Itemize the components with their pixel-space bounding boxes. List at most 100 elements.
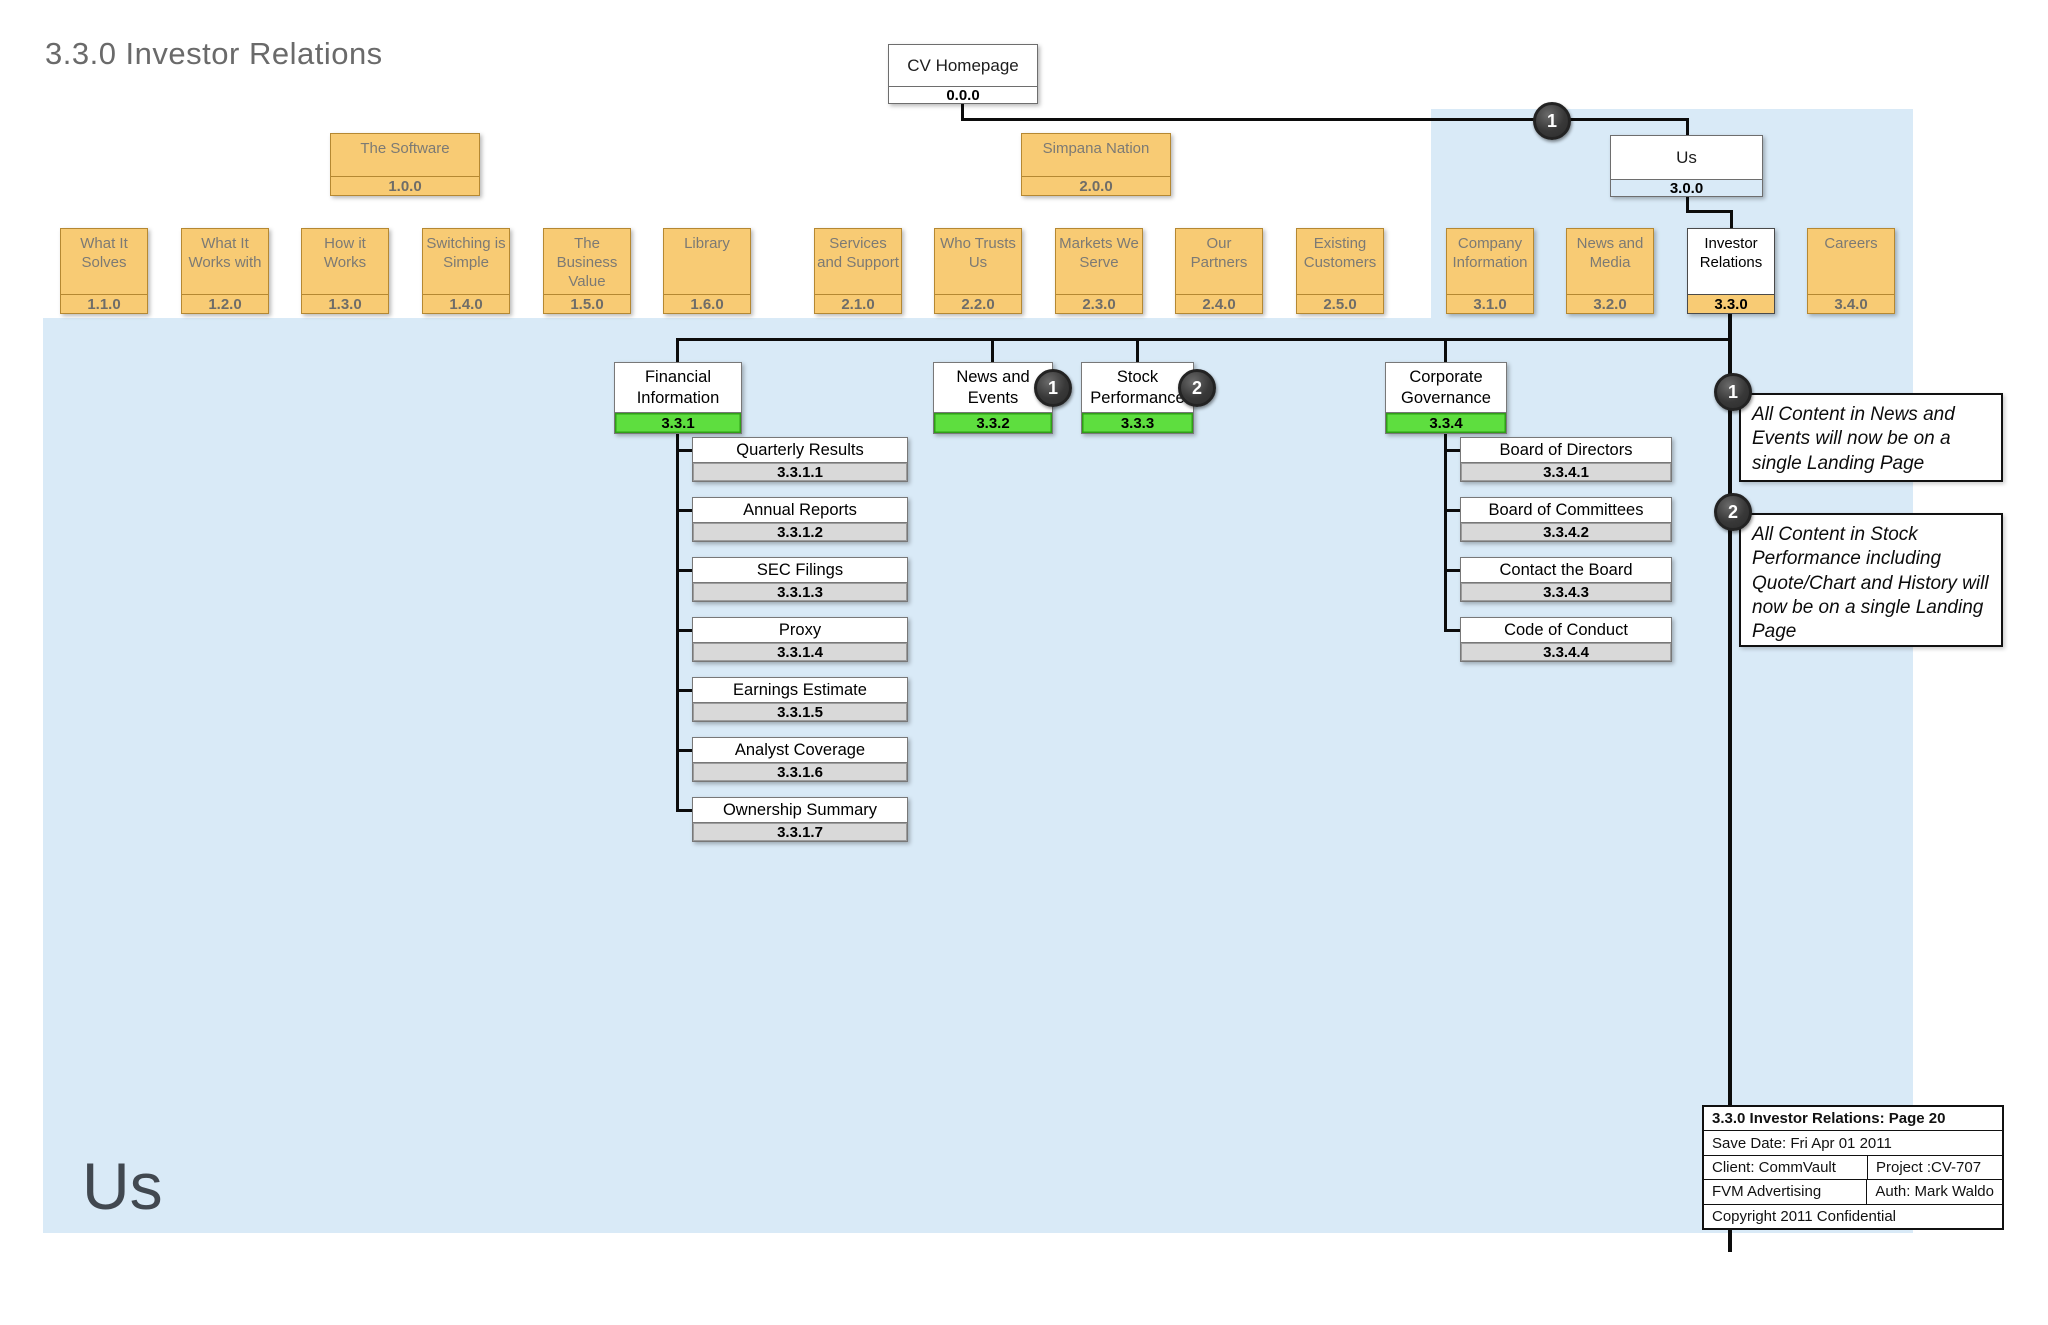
node-cv-homepage: CV Homepage 0.0.0 [888,44,1038,104]
node-quarterly-results: Quarterly Results 3.3.1.1 [692,437,908,482]
node-label: Library [684,235,730,252]
node-label: CV Homepage [907,55,1019,75]
node-label: Quarterly Results [736,440,864,459]
node-label: SEC Filings [756,560,844,579]
node-number: 3.3.2 [934,412,1052,433]
info-title: 3.3.0 Investor Relations: Page 20 [1704,1107,2002,1132]
node-label: Our Partners [1190,235,1248,271]
node-label: Corporate Governance [1401,367,1491,407]
node-number: 3.0.0 [1611,179,1762,197]
node-our-partners: Our Partners 2.4.0 [1175,228,1263,314]
node-number: 1.4.0 [423,294,509,313]
connector [676,809,692,812]
node-label: Board of Directors [1499,440,1633,459]
node-how-it-works: How it Works 1.3.0 [301,228,389,314]
node-services-and-support: Services and Support 2.1.0 [814,228,902,314]
document-info-table: 3.3.0 Investor Relations: Page 20 Save D… [1702,1105,2004,1230]
connector [676,689,692,692]
node-label: Code of Conduct [1504,620,1628,639]
node-label: Who Trusts Us [940,235,1016,271]
node-number: 1.6.0 [664,294,750,313]
node-code-of-conduct: Code of Conduct 3.3.4.4 [1460,617,1672,662]
node-what-it-works-with: What It Works with 1.2.0 [181,228,269,314]
node-corporate-governance: Corporate Governance 3.3.4 [1385,362,1507,434]
connector [676,338,1732,341]
connector [1444,509,1460,512]
node-annual-reports: Annual Reports 3.3.1.2 [692,497,908,542]
node-number: 3.3.1 [615,412,741,433]
node-number: 2.4.0 [1176,294,1262,313]
node-proxy: Proxy 3.3.1.4 [692,617,908,662]
connector [676,449,692,452]
node-switching-is-simple: Switching is Simple 1.4.0 [422,228,510,314]
node-news-and-events: News and Events 3.3.2 [933,362,1053,434]
node-number: 2.3.0 [1056,294,1142,313]
connector [676,338,679,362]
info-client-project: Client: CommVault Project :CV-707 [1704,1155,2002,1181]
node-the-business-value: The Business Value 1.5.0 [543,228,631,314]
info-copyright: Copyright 2011 Confidential [1712,1207,1897,1225]
node-ownership-summary: Ownership Summary 3.3.1.7 [692,797,908,842]
node-label: Switching is Simple [426,235,506,271]
node-label: The Business Value [556,235,618,290]
node-label: Company Information [1452,235,1528,271]
connector [1444,338,1447,362]
node-label: The Software [360,140,450,157]
node-financial-information: Financial Information 3.3.1 [614,362,742,434]
connector [676,749,692,752]
node-the-software: The Software 1.0.0 [330,133,480,196]
node-number: 1.2.0 [182,294,268,313]
connector [1444,449,1460,452]
node-what-it-solves: What It Solves 1.1.0 [60,228,148,314]
note-2: All Content in Stock Performance includi… [1739,513,2003,647]
node-number: 2.2.0 [935,294,1021,313]
node-label: What It Works with [188,235,262,271]
node-label: Services and Support [817,235,899,271]
info-author: Auth: Mark Waldo [1875,1183,1994,1201]
node-number: 3.3.1.1 [693,462,907,481]
node-label: Annual Reports [743,500,857,519]
node-number: 3.3.0 [1688,294,1774,313]
section-watermark: Us [82,1149,163,1223]
note-badge-1: 1 [1714,373,1752,411]
node-number: 3.1.0 [1447,294,1533,313]
node-label: Ownership Summary [722,800,878,819]
connector-badge-1: 1 [1533,102,1571,140]
node-label: Stock Performance [1090,367,1185,407]
node-number: 2.0.0 [1022,176,1170,195]
node-label: Earnings Estimate [733,680,867,699]
node-board-of-directors: Board of Directors 3.3.4.1 [1460,437,1672,482]
connector [991,338,994,362]
node-board-of-committees: Board of Committees 3.3.4.2 [1460,497,1672,542]
info-client: Client: CommVault [1704,1155,1868,1180]
connector [1444,629,1460,632]
node-number: 3.3.1.7 [693,822,907,841]
node-label: Us [1611,136,1762,179]
info-agency-author: FVM Advertising Auth: Mark Waldo [1704,1180,2002,1205]
node-label: Careers [1824,235,1878,252]
node-company-information: Company Information 3.1.0 [1446,228,1534,314]
note-badge-2: 2 [1714,493,1752,531]
stock-performance-badge-2: 2 [1178,369,1216,407]
node-number: 0.0.0 [889,86,1037,104]
connector [1686,210,1733,213]
node-number: 3.3.4.4 [1461,642,1671,661]
node-number: 3.3.4.1 [1461,462,1671,481]
node-careers: Careers 3.4.0 [1807,228,1895,314]
node-number: 1.0.0 [331,176,479,195]
node-number: 2.5.0 [1297,294,1383,313]
node-number: 3.3.1.5 [693,702,907,721]
connector [1444,569,1460,572]
node-label: Existing Customers [1303,235,1377,271]
node-simpana-nation: Simpana Nation 2.0.0 [1021,133,1171,196]
node-number: 1.5.0 [544,294,630,313]
node-number: 3.3.3 [1082,412,1193,433]
connector [1730,210,1733,228]
node-number: 3.3.1.2 [693,522,907,541]
connector-annotation-line [1728,314,1732,1252]
info-save-date: Save Date: Fri Apr 01 2011 [1704,1131,2002,1156]
node-label: Simpana Nation [1042,140,1150,157]
node-sec-filings: SEC Filings 3.3.1.3 [692,557,908,602]
node-label: Financial Information [636,367,720,407]
